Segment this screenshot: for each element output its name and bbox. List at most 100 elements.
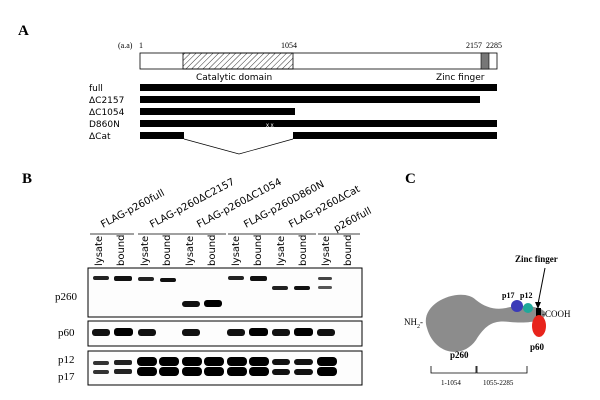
aa-label: (a.a) [118,41,133,50]
band [317,357,337,366]
band [272,286,288,290]
panel-a: A (a.a) 1 1054 2157 2285 Catalytic domai… [18,23,502,155]
p60-label: p60 [530,342,545,352]
band [160,278,176,282]
lane-label-8: bound [253,235,264,267]
p17-label: p17 [502,291,514,300]
band [294,359,313,365]
catalytic-domain-box [182,52,294,70]
lane-label-1: lysate [94,236,105,266]
construct-dc2157-label: ΔC2157 [89,96,124,106]
band [294,369,313,375]
band [182,329,200,336]
blot-label-p17: p17 [58,371,75,383]
band [114,276,132,281]
lane-label-5: lysate [185,236,196,266]
group-label-p260full: p260full [332,206,373,235]
bracket-1055-2285 [476,366,528,374]
band [93,370,109,374]
blot-label-p60: p60 [58,327,75,339]
p260-label: p260 [450,350,469,360]
band [182,301,200,307]
band [204,357,224,366]
catalytic-domain-label: Catalytic domain [196,73,272,83]
group-label-d860n: FLAG-p260D860N [242,179,326,231]
construct-full-bar [140,84,497,91]
construct-dcat-bar-right [293,132,497,139]
construct-d860n-bar [140,120,497,127]
p12-label: p12 [520,291,532,300]
band [137,367,157,376]
band [227,367,247,376]
lane-label-10: bound [298,235,309,267]
lane-label-11: lysate [321,236,332,266]
zinc-finger-box [480,52,490,70]
p17-subunit [511,300,523,312]
panel-c-letter: C [405,171,416,187]
panel-a-letter: A [18,23,29,39]
nh2-label: NH2- [404,317,423,330]
band [204,300,222,307]
band [250,276,267,281]
band [272,369,290,375]
zinc-finger-label: Zinc finger [436,73,485,83]
construct-dcat-label: ΔCat [89,132,111,142]
band [228,276,244,280]
lane-label-4: bound [162,235,173,267]
group-label-dc2157: FLAG-p260ΔC2157 [148,177,236,231]
lane-label-7: lysate [231,236,242,266]
construct-dc1054-bar [140,108,295,115]
construct-dcat-bar-left [140,132,184,139]
band [249,357,269,366]
lane-label-12: bound [343,235,354,267]
band [272,329,290,336]
band [182,357,202,366]
lane-label-2: bound [116,235,127,267]
band [92,329,110,336]
band [318,277,332,280]
band [272,359,290,365]
position-1: 1 [139,41,143,50]
complex-schematic [425,294,546,352]
blot-p60 [87,320,363,347]
band [249,367,269,376]
construct-dc2157-bar [140,96,480,103]
construct-d860n-label: D860N [89,120,120,130]
band [294,286,310,290]
band [138,329,156,336]
panel-b: B FLAG-p260full FLAG-p260ΔC2157 FLAG-p26… [22,171,373,386]
deletion-line [183,138,294,155]
band [93,276,109,280]
lane-label-3: lysate [140,236,151,266]
panel-b-letter: B [22,171,32,187]
d860n-mutation-mark: x x [266,123,274,129]
lane-label-6: bound [207,235,218,267]
range-1-label: 1-1054 [441,379,461,387]
p60-subunit [532,315,546,337]
zinc-finger-arrowhead [535,302,541,309]
band [227,329,245,336]
position-1054: 1054 [281,41,297,50]
band [159,367,179,376]
blot-label-p12: p12 [58,354,75,366]
blot-p260 [87,267,363,318]
band [182,367,202,376]
position-2157: 2157 [466,41,482,50]
band [114,369,132,374]
range-2-label: 1055-2285 [483,379,514,387]
zinc-finger-callout: Zinc finger [515,254,558,264]
position-2285: 2285 [486,41,502,50]
group-label-dc1054: FLAG-p260ΔC1054 [195,177,283,231]
band [249,328,268,336]
band [318,286,332,289]
band [294,328,313,336]
zinc-finger-mark [536,308,541,318]
band [114,328,133,336]
zinc-finger-arrow [537,267,546,305]
construct-dc1054-label: ΔC1054 [89,108,125,118]
band [159,357,179,366]
band [317,329,335,336]
band [317,367,337,376]
construct-full-label: full [89,84,103,94]
